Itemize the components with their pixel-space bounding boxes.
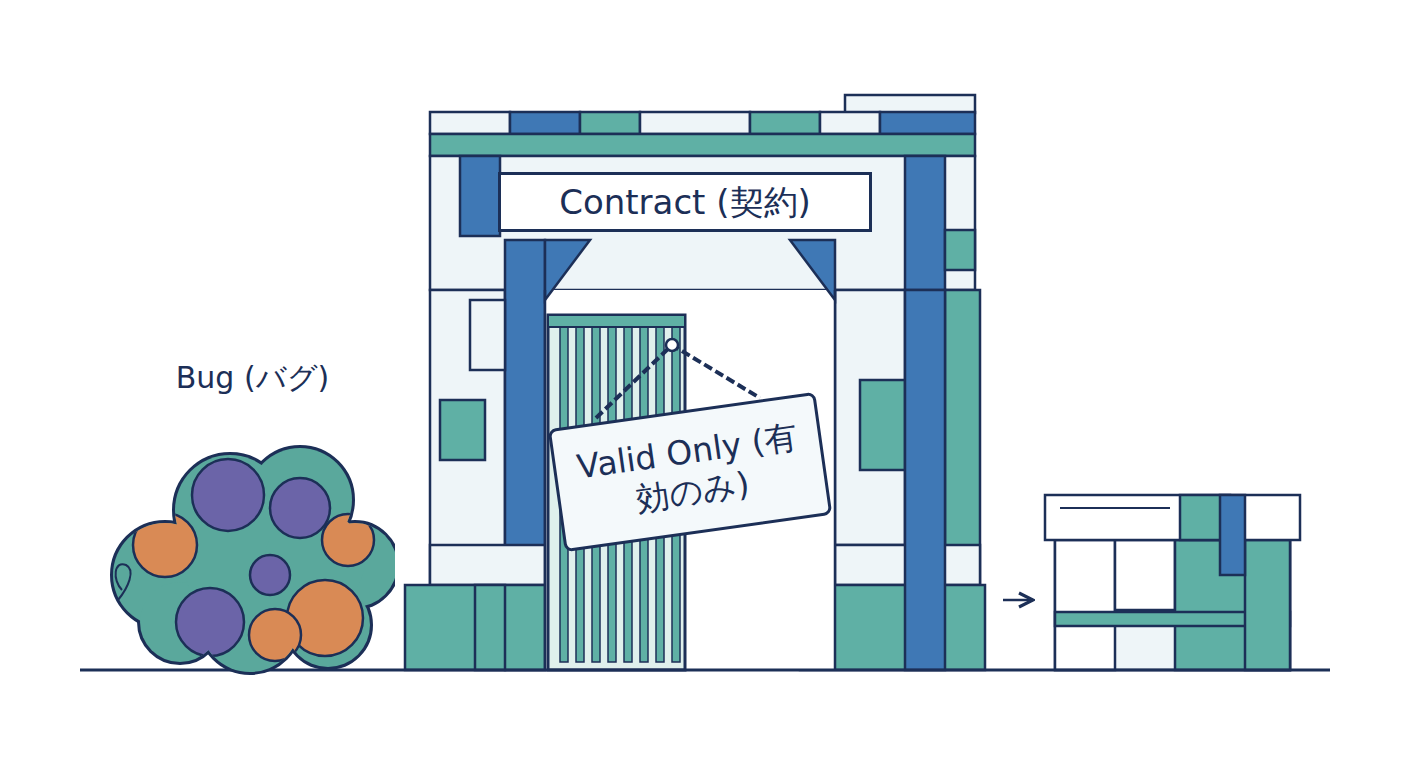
chain-ring: [666, 339, 678, 351]
output-box: [1045, 495, 1300, 670]
box-panel: [1045, 495, 1300, 540]
gate-block: [430, 134, 975, 156]
gate-block: [405, 585, 545, 670]
gate-block: [580, 112, 640, 134]
contract-sign: Contract (契約): [498, 172, 872, 232]
bug-tail: [116, 564, 131, 600]
gate-block: [905, 156, 945, 290]
box-panel: [1055, 540, 1290, 670]
box-panel: [1115, 540, 1175, 610]
box-panel: [1055, 540, 1115, 670]
box-panel: [1220, 495, 1245, 575]
bug-patch: [192, 459, 264, 531]
gate-block: [845, 95, 975, 113]
gate-block: [430, 545, 545, 585]
bug-patch: [176, 588, 244, 656]
gate-block: [945, 290, 980, 585]
gate-block: [470, 300, 505, 370]
gate-block: [430, 290, 505, 585]
node-label: Valid Only (有効のみ): [566, 416, 815, 528]
gate-block: [860, 380, 905, 470]
bug-patch: [270, 478, 330, 538]
gate-brace: [545, 240, 835, 300]
gate-block: [905, 290, 945, 670]
node-label: Contract (契約): [559, 182, 811, 223]
gate-block: [945, 230, 975, 270]
bug-blob: Bug (バグ): [110, 360, 395, 675]
box-panel: [1245, 540, 1290, 670]
node-label: Bug (バグ): [110, 360, 395, 396]
gate-block: [440, 400, 485, 460]
gate-block: [835, 290, 905, 545]
bug-patch: [250, 555, 290, 595]
bug-shape: [110, 360, 395, 675]
gate-block: [820, 112, 880, 134]
gate-block: [640, 112, 750, 134]
gate-block: [460, 156, 500, 236]
bug-patch: [133, 513, 197, 577]
gate-block: [475, 585, 505, 670]
gate-block: [430, 112, 510, 134]
gate-block: [510, 112, 580, 134]
gate-structure: [405, 95, 985, 670]
door-rail: [548, 315, 685, 327]
gate-opening: [545, 290, 835, 670]
bug-patch: [322, 514, 374, 566]
gate-block: [750, 112, 820, 134]
gate-block: [880, 112, 975, 134]
bug-patch: [249, 609, 301, 661]
gate-edge: [544, 290, 547, 670]
gate-edge: [834, 290, 837, 670]
pass-arrow: [1003, 599, 1033, 602]
box-lid-line: [1060, 507, 1170, 509]
